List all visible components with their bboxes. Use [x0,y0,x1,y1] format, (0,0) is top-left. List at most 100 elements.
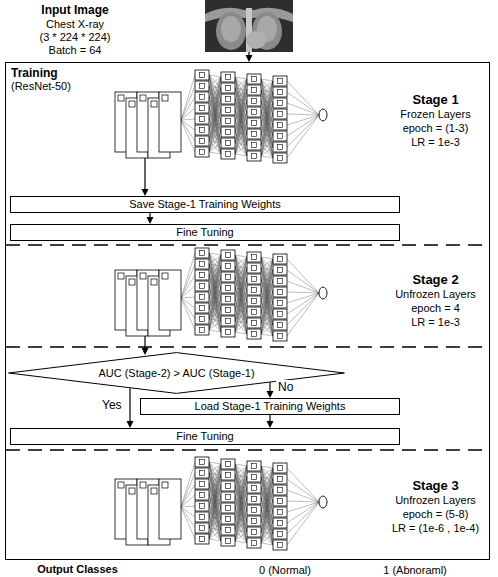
network-link [287,115,319,136]
neuron-box [221,94,235,104]
node-text: AUC (Stage-2) > AUC (Stage-1) [98,367,254,380]
network-link [209,530,221,539]
network-link [261,81,273,156]
network-link [287,270,319,293]
neuron-unit [252,519,257,524]
network-link [181,462,195,507]
network-illustration [115,457,327,550]
arrow-head [267,421,274,428]
neuron-unit [200,295,205,300]
input-title: Input Image [0,3,150,17]
network-link [287,490,319,502]
neuron-unit [226,517,231,522]
network-link [235,77,247,145]
flow-connector [127,388,134,428]
network-link [261,81,273,134]
stage-detail: LR = 1e-3 [383,316,488,329]
frame-heading: Training(ResNet-50) [11,66,71,93]
layer-unit [140,273,146,279]
neuron-box [195,147,209,157]
network-link [261,79,273,158]
network-link [209,121,221,152]
network-link [181,507,195,539]
network-link [235,290,247,332]
neuron-box [195,501,209,511]
neuron-unit [200,73,205,78]
layer-unit [118,482,124,488]
neuron-box [247,252,261,262]
neuron-unit [200,526,205,531]
arrow-head [147,217,154,224]
neuron-box [221,283,235,293]
network-link [261,90,273,158]
layer-unit [140,482,146,488]
network-link [287,92,319,115]
network-link [235,541,247,543]
network-link [235,255,247,334]
neuron-box [273,287,287,297]
neuron-unit [200,150,205,155]
neuron-unit [200,84,205,89]
neuron-box [221,470,235,480]
neuron-box [221,72,235,82]
neuron-box [273,109,287,119]
neuron-unit [200,493,205,498]
network-link [235,88,247,156]
node-text: Save Stage-1 Training Weights [129,198,280,211]
neuron-unit [278,499,283,504]
neuron-box [221,481,235,491]
network-link [181,75,195,120]
neuron-unit [252,121,257,126]
network-link [209,266,221,330]
neuron-box [195,314,209,324]
network-link [209,497,221,539]
network-link [181,298,195,330]
neuron-box [247,318,261,328]
neuron-box [273,265,287,275]
neuron-unit [278,156,283,161]
network-link [209,97,221,154]
neuron-box [221,138,235,148]
output-neuron [319,496,327,508]
neuron-unit [252,88,257,93]
network-link [181,507,195,528]
network-link [261,114,273,156]
network-link [235,488,247,541]
neuron-box [247,285,261,295]
neuron-box [273,474,287,484]
neuron-box [221,536,235,546]
process-box: Save Stage-1 Training Weights [10,196,400,213]
network-link [287,502,319,534]
network-connections [181,253,319,336]
input-detail: Batch = 64 [0,44,150,57]
edge-label: Yes [100,398,124,412]
process-box: Fine Tuning [10,224,400,241]
neuron-unit [200,515,205,520]
neuron-box [247,461,261,471]
output-title: Output Classes [0,563,155,576]
stage-detail: Unfrozen Layers [383,288,488,301]
neuron-box [273,463,287,473]
network-link [181,506,195,507]
network-link [235,123,247,154]
network-link [235,464,247,521]
network-link [261,125,273,156]
stage-detail: Unfrozen Layers [383,494,488,507]
network-link [287,115,319,147]
layer-block [159,479,181,539]
neuron-unit [252,110,257,115]
neuron-unit [200,117,205,122]
neuron-box [273,254,287,264]
neuron-unit [278,279,283,284]
layer-block [159,270,181,330]
network-link [235,266,247,334]
network-link [209,321,221,330]
network-link [235,521,247,541]
layer-block [159,92,181,152]
node-text: Fine Tuning [176,430,233,443]
neuron-box [221,250,235,260]
neuron-box [221,327,235,337]
neuron-unit [200,328,205,333]
neuron-box [273,76,287,86]
